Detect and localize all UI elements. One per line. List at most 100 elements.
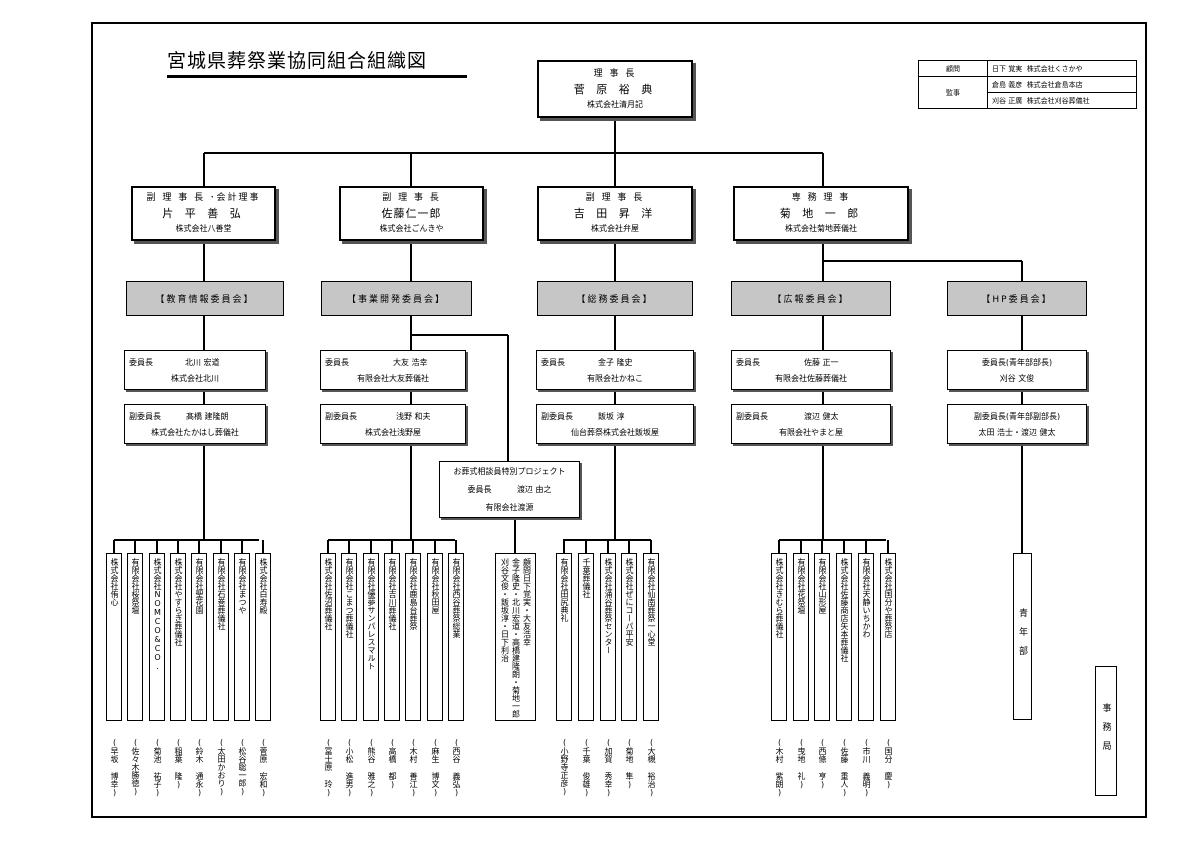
committee-hp: 【HP委員会】 [947,281,1087,316]
youth-label: 青年部 [1017,608,1027,665]
vicechair-role: 副委員長(青年部副部長) [973,412,1061,421]
auditor-company-1: 株式会社倉島本店 [1026,80,1083,89]
member-company-box: 株式会社涌谷葬祭センター [600,553,616,721]
vicechair-role: 副委員長 [325,412,357,421]
chair-company: 有限会社かねこ [587,374,643,383]
vicechair-name: 飯坂 淳 [598,412,625,421]
vice-role: 副 理 事 長 [585,193,645,203]
member-representative: (市川 義明) [858,738,874,797]
committee-business: 【事業開発委員会】 [321,281,472,316]
auditor-entry-1: 倉島 義彦 株式会社倉島本店 [987,76,1137,93]
vice-box-3: 副 理 事 長 吉 田 昇 洋 株式会社弁屋 [537,186,693,241]
member-company-name: 有限会社こまつ葬儀社 [345,558,354,638]
member-representative: (木村 善江) [405,738,421,797]
office-box: 事務局 [1095,666,1117,796]
project-role: 委員長 [467,485,492,494]
title-underline [167,75,467,78]
member-representative: (佐藤 重人) [836,738,852,797]
member-company-name: 有限会社鹿島台葬祭 [409,558,418,630]
member-representative-name: (千葉 俊雄) [582,738,591,797]
member-representative: (小野寺正彦) [556,738,572,796]
member-representative-name: (菊地 隼) [625,738,634,789]
vicechair-box-4: 副委員長渡辺 健太 有限会社やまと屋 [731,404,891,444]
member-representative-name: (太田かおり) [217,738,226,796]
vice-role: 専 務 理 事 [791,193,851,203]
chair-company: 有限会社大友葬儀社 [357,374,429,383]
vicechair-company: 有限会社やまと屋 [779,428,843,437]
project-member-line: 金子隆史・北川宏道・高橋建隆朗・菊地一郎 [511,558,521,718]
advisor-label: 顧問 [918,60,988,77]
member-company-box: 株式会社佐藤商店矢本葬儀社 [836,553,852,721]
vice-company: 株式会社八善堂 [175,224,232,233]
member-company-box: 有限会社聖花園 [191,553,207,721]
advisor-auditor-table: 顧問 日下 覚実 株式会社くさかや 監事 倉島 義彦 株式会社倉島本店 刈谷 正… [918,60,1137,109]
vicechair-role: 副委員長 [541,412,573,421]
member-representative-name: (大槻 裕治) [647,738,656,797]
member-company-box: 株式会社佐沼葬儀社 [320,553,336,721]
vice-name: 菊 地 一 郎 [779,207,863,220]
member-company-name: 千葉葬儀社 [582,558,591,598]
member-representative-name: (小野寺正彦) [560,738,569,796]
member-company-name: 有限会社吉川葬儀社 [388,558,397,630]
member-representative-name: (高橋 都) [388,738,397,789]
chairman-role: 理 事 長 [593,68,637,79]
member-company-name: 有限会社石巻葬儀社 [217,558,226,630]
advisor-company: 株式会社くさかや [1026,64,1083,73]
vicechair-box-3: 副委員長 飯坂 淳 仙台葬祭株式会社飯坂屋 [536,404,694,444]
managing-director-box: 専 務 理 事 菊 地 一 郎 株式会社菊地葬儀社 [733,186,909,241]
chair-role: 委員長 [736,358,760,367]
vicechair-company: 仙台葬祭株式会社飯坂屋 [571,428,659,437]
member-representative: (熊谷 雅之) [363,738,379,797]
member-company-name: 有限会社花祭壇 [797,558,806,614]
member-representative: (西谷 義弘) [448,738,464,797]
vice-role: 副 理 事 長 [382,193,441,203]
project-name: 渡辺 由之 [516,485,552,494]
member-representative: (太田かおり) [213,738,229,796]
member-company-box: 有限会社桜祭壇 [127,553,143,721]
vicechair-name: 浅野 和夫 [396,412,431,421]
vicechair-box-5: 副委員長(青年部副部長) 太田 浩士・渡辺 健太 [947,404,1087,444]
chair-name: 佐藤 正一 [804,358,839,367]
member-representative: (大槻 裕治) [643,738,659,797]
member-company-box: 有限会社石巻葬儀社 [213,553,229,721]
member-representative: (稲葉 隆) [170,738,186,789]
member-company-box: 株式会社国分や葬祭店 [880,553,896,721]
member-company-name: 株式会社ぜにコーパ平安 [625,558,634,646]
advisor-entry: 日下 覚実 株式会社くさかや [987,60,1137,77]
vicechair-company: 株式会社たかはし葬儀社 [151,428,239,437]
chair-box-3: 委員長金子 隆史 有限会社かねこ [536,350,694,390]
member-representative-name: (小松 進男) [345,738,354,797]
auditor-company-2: 株式会社刈谷葬儀社 [1026,96,1090,105]
chairman-box: 理 事 長 菅 原 裕 典 株式会社清月記 [537,60,693,118]
member-representative: (加賀 秀幸) [600,738,616,797]
member-company-name: 有限会社山形屋 [818,558,827,614]
member-representative-name: (加賀 秀幸) [604,738,613,797]
member-company-name: 有限会社まつや [238,558,247,614]
committee-pr: 【広報委員会】 [731,281,891,316]
member-company-name: 有限会社聖花園 [195,558,204,614]
auditor-label: 監事 [918,76,988,109]
member-representative-name: (国分 慶) [884,738,893,789]
project-member-line: 顧問日下覚実・大友浩幸 [522,558,532,646]
committee-general: 【総務委員会】 [537,281,693,316]
project-chair-line: 委員長 渡辺 由之 [440,484,579,495]
project-company: 有限会社渡源 [485,503,534,512]
member-company-box: 株式会社NOMCO&CO. [149,553,165,721]
member-company-box: 有限会社まつや [234,553,250,721]
member-company-name: 株式会社涌谷葬祭センター [604,558,613,654]
diagram-frame [91,22,1147,818]
member-company-box: 有限会社西谷葬祭総業 [448,553,464,721]
member-company-box: 有限会社花祭壇 [793,553,809,721]
vice-name: 吉 田 昇 洋 [573,207,657,220]
advisor-name: 日下 覚実 [992,64,1023,73]
member-representative-name: (佐々木勝徳) [131,738,140,796]
member-representative: (松谷聡一郎) [234,738,250,796]
vice-box-2: 副 理 事 長 佐藤仁一郎 株式会社ごんきや [339,186,484,241]
member-representative: (小松 進男) [341,738,357,797]
member-representative-name: (木村 紫朗) [775,738,784,797]
member-representative: (鈴木 通永) [191,738,207,797]
project-members-box: 顧問日下覚実・大友浩幸 金子隆史・北川宏道・高橋建隆朗・菊地一郎 刈谷文俊・飯坂… [495,553,536,721]
vice-company: 株式会社菊地葬儀社 [785,224,857,233]
member-company-box: 有限会社こまつ葬儀社 [341,553,357,721]
